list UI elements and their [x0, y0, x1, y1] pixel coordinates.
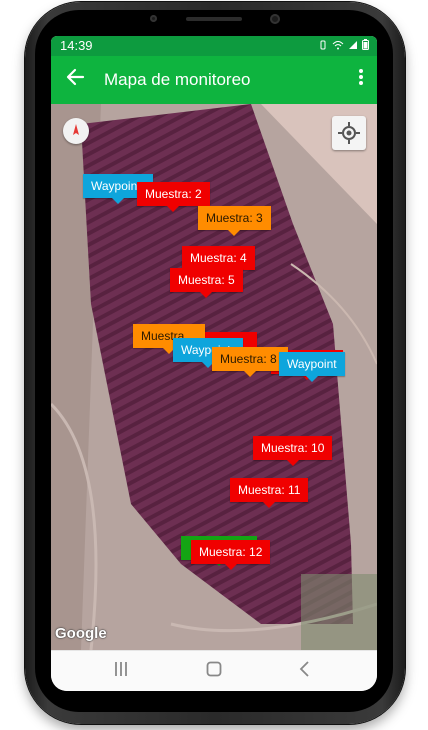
- status-bar: 14:39: [51, 36, 377, 56]
- front-camera: [270, 14, 280, 24]
- home-icon[interactable]: [202, 659, 226, 683]
- map-marker[interactable]: Waypoint: [279, 352, 345, 382]
- map-marker[interactable]: Muestra: [133, 324, 205, 354]
- battery-icon: [362, 39, 369, 50]
- map-marker[interactable]: Muestra: 5: [170, 268, 243, 298]
- map-marker[interactable]: Muestra: 12: [191, 540, 271, 570]
- signal-icon: [349, 40, 357, 49]
- page-title: Mapa de monitoreo: [104, 70, 251, 89]
- status-icons: [318, 39, 369, 50]
- earpiece-speaker: [186, 17, 242, 21]
- recent-apps-icon[interactable]: [109, 659, 133, 683]
- app-bar: Mapa de monitoreo: [51, 56, 377, 104]
- crosshair-icon: [338, 122, 360, 144]
- map-marker[interactable]: Muestra: 11: [230, 478, 309, 508]
- map-marker[interactable]: Muestra: 4: [182, 246, 255, 276]
- wifi-icon: [332, 40, 344, 49]
- google-attribution: Google: [55, 625, 107, 642]
- status-time: 14:39: [60, 38, 93, 53]
- my-location-button[interactable]: [332, 116, 366, 150]
- map-marker[interactable]: Muestra: 8: [212, 347, 288, 377]
- map-marker[interactable]: Muestra: 3: [198, 206, 271, 236]
- map-marker[interactable]: Waypoint: [83, 174, 153, 204]
- map-marker[interactable]: Muestra: 10: [253, 436, 333, 466]
- satellite-map[interactable]: Waypoint Muestra: 2 Muestra: 3 Muestra: …: [51, 104, 377, 650]
- system-nav-bar: [51, 650, 377, 691]
- overflow-menu-icon[interactable]: [355, 67, 367, 91]
- back-icon[interactable]: [293, 659, 317, 683]
- map-marker[interactable]: Muestra: 2: [137, 182, 210, 212]
- phone-screen: 14:39 Mapa de monitoreo: [51, 36, 377, 691]
- compass-icon[interactable]: [63, 118, 89, 144]
- back-arrow-icon[interactable]: [63, 66, 87, 90]
- sensor: [150, 15, 157, 22]
- vibrate-icon: [320, 40, 326, 49]
